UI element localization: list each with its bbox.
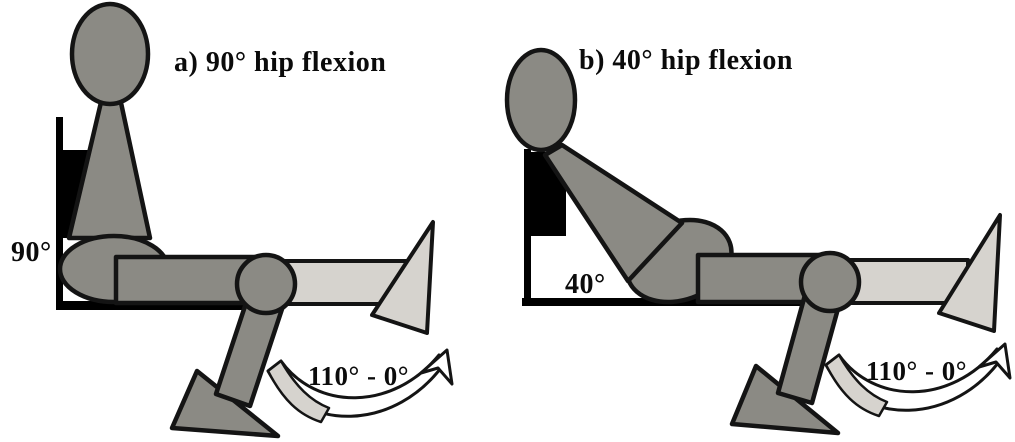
seat-line-a <box>56 301 245 310</box>
hip-angle-label-a: 90° <box>11 237 52 268</box>
torso-b <box>542 142 685 284</box>
knee-joint-a <box>234 252 298 316</box>
rom-arrow-wedge-a <box>266 359 331 424</box>
ghost-foot-b <box>937 213 1002 333</box>
rom-arrow-wedge-b <box>824 353 889 418</box>
head-b <box>504 47 578 153</box>
knee-rom-label-a: 110° - 0° <box>308 361 410 391</box>
rom-arrowhead-a <box>419 348 454 386</box>
knee-rom-arrow-b <box>824 342 1012 418</box>
figure-a <box>56 1 454 439</box>
figure-b <box>504 47 1012 436</box>
rom-arrowhead-b <box>977 342 1012 380</box>
hip-angle-label-b: 40° <box>565 269 606 300</box>
knee-rom-arrow-a <box>266 348 454 424</box>
knee-joint-b <box>798 250 862 314</box>
panel-b-title: b) 40° hip flexion <box>579 45 793 76</box>
panel-a-title: a) 90° hip flexion <box>174 47 387 78</box>
knee-rom-label-b: 110° - 0° <box>866 356 968 386</box>
head-a <box>69 1 151 107</box>
ghost-foot-a <box>370 220 435 335</box>
